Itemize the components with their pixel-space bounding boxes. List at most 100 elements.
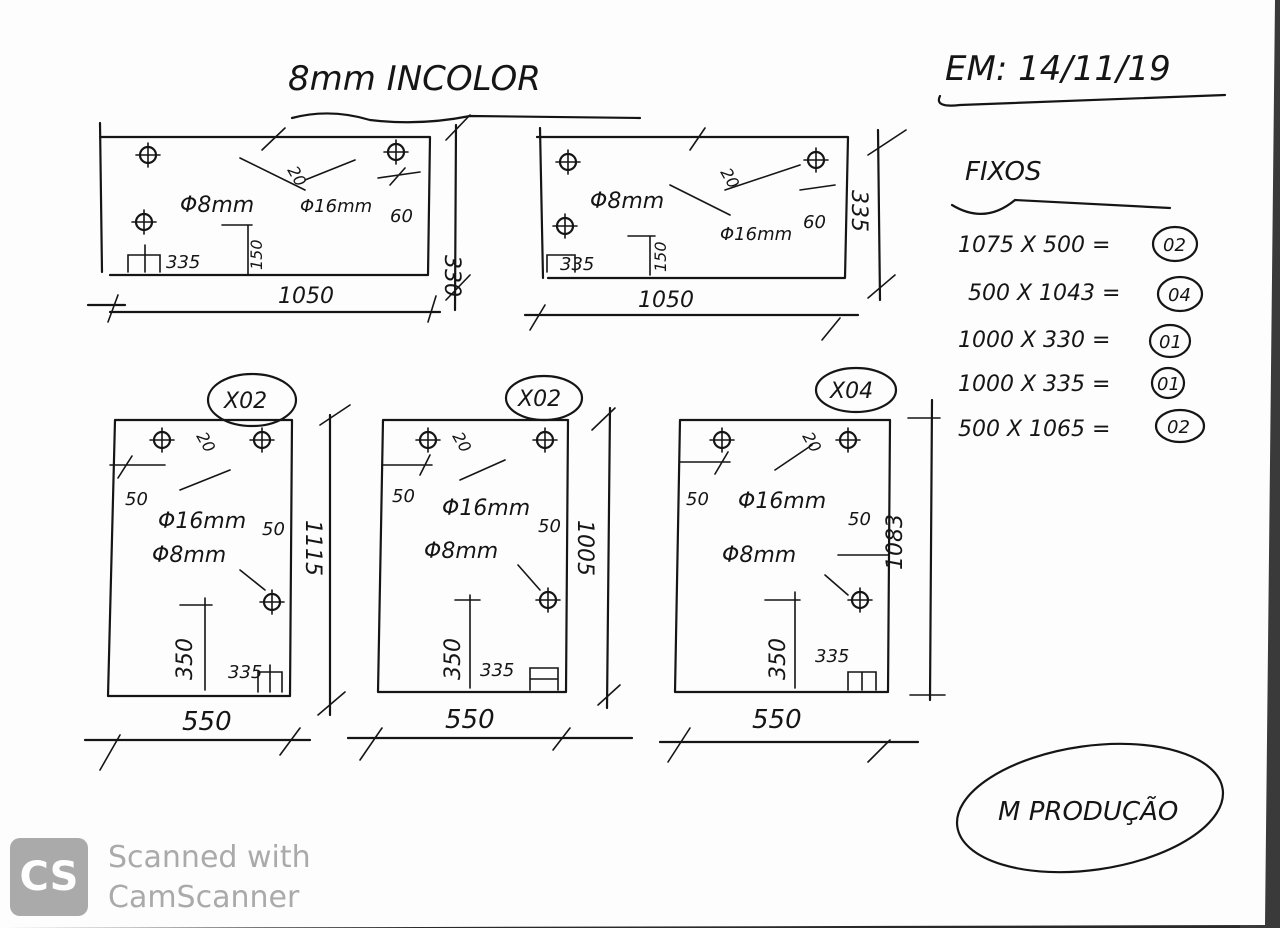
bottom-panel-3-hole-br	[847, 587, 873, 613]
bottom-panel-1-height: 1115	[300, 520, 325, 576]
bottom-panel-1-qty: X02	[223, 389, 267, 414]
bottom-panel-2-hole-br	[535, 587, 561, 613]
bottom-panel-3-hole-tl	[709, 427, 735, 453]
top-panel-2-ticks	[529, 129, 907, 341]
bottom-panel-3-hole-tr	[835, 427, 861, 453]
top-panel-1-hole-ml	[131, 209, 157, 235]
bottom-panel-1-leaders	[109, 455, 266, 591]
watermark-line-1: Scanned with	[108, 840, 311, 875]
bottom-panel-1-hole-tl	[149, 427, 175, 453]
bottom-panel-2-dim-350: 350	[441, 638, 466, 680]
top-panel-1-outline	[86, 121, 458, 314]
top-panel-1-hole-tl	[135, 142, 161, 168]
fixos-item-1-qty: 02	[1163, 235, 1186, 256]
bottom-panel-3: X04 20 50 Φ16mm 50 Φ8mm 350 335 1083 550	[658, 366, 946, 763]
top-panel-2-hole-tr	[803, 147, 829, 173]
bottom-panel-2-leaders	[381, 454, 541, 591]
top-panel-1-dim-60: 60	[390, 206, 413, 227]
bottom-panel-2-qty-circle	[504, 374, 584, 422]
top-panel-1-height: 330	[439, 255, 464, 297]
fixos-item-1-qty-circle	[1151, 225, 1199, 263]
camscanner-logo: CS	[10, 838, 88, 916]
top-panel-1-leaders	[239, 127, 421, 191]
bottom-panel-2-width: 550	[445, 705, 495, 735]
bottom-panel-2-dim-335: 335	[480, 660, 514, 681]
watermark-line-2: CamScanner	[108, 880, 300, 915]
bottom-panel-3-350-leader	[764, 591, 801, 689]
bottom-panel-1: X02 20 50 Φ16mm 50 Φ8mm 350 335 1115 550	[83, 372, 351, 771]
fixos-underline	[950, 198, 1172, 215]
bottom-panel-3-ticks	[667, 417, 946, 763]
bottom-panel-1-hole-br	[259, 589, 285, 615]
signature-text: M PRODUÇÃO	[998, 795, 1178, 827]
bottom-panel-1-width: 550	[182, 707, 232, 737]
fixos-item-2-qty-circle	[1156, 275, 1204, 313]
fixos-item-5-qty: 02	[1167, 417, 1190, 438]
bottom-panel-1-qty-circle	[206, 372, 298, 428]
fixos-item-2-qty: 04	[1168, 285, 1191, 306]
bottom-panel-2-qty: X02	[517, 387, 561, 412]
bottom-panel-3-hole-8-label: Φ8mm	[722, 543, 796, 568]
bottom-panel-3-width: 550	[752, 705, 802, 735]
fixos-item-3-qty-circle	[1148, 323, 1192, 359]
fixos-item-5-label: 500 X 1065 =	[958, 417, 1110, 442]
date-text: EM: 14/11/19	[945, 49, 1171, 89]
bottom-panel-1-dim-350: 350	[173, 638, 198, 680]
bottom-panel-1-dim-50b: 50	[262, 519, 285, 540]
bottom-panel-1-hole-tr	[249, 427, 275, 453]
bottom-panel-2-350-leader	[454, 594, 481, 689]
bottom-panel-1-dim-50a: 50	[125, 489, 148, 510]
top-panel-2-dim-335: 335	[560, 254, 594, 275]
date-underline	[937, 93, 1227, 107]
top-panel-1-dim-150: 150	[247, 239, 266, 270]
top-panel-1-notch	[127, 244, 161, 273]
bottom-panel-2: X02 20 50 Φ16mm 50 Φ8mm 350 335 1005 550	[346, 374, 634, 761]
title-text: 8mm INCOLOR	[288, 59, 541, 99]
top-panel-2-hole-tl	[555, 149, 581, 175]
bottom-panel-1-ticks	[99, 404, 351, 771]
fixos-item-4-qty-circle	[1150, 366, 1186, 400]
top-panel-2-width: 1050	[638, 288, 694, 313]
bottom-panel-2-hole-8-label: Φ8mm	[424, 539, 498, 564]
bottom-panel-2-hole-tr	[532, 427, 558, 453]
signature-circle	[955, 742, 1225, 874]
bottom-panel-3-qty: X04	[829, 379, 873, 404]
bottom-panel-1-outline	[83, 413, 332, 742]
top-panel-1-150-leader	[221, 224, 253, 276]
top-panel-1-ticks	[107, 114, 471, 323]
top-panel-2-notch	[546, 254, 576, 273]
bottom-panel-2-hole-16-label: Φ16mm	[442, 496, 530, 521]
bottom-panel-1-notch	[257, 664, 283, 693]
bottom-panel-3-dim-335: 335	[815, 646, 849, 667]
top-panel-2: 20 Φ8mm Φ16mm 60 335 150 335 1050	[523, 126, 907, 341]
top-panel-2-150-leader	[627, 235, 656, 276]
bottom-panel-3-notch	[847, 671, 877, 691]
top-panel-2-leaders	[669, 127, 836, 216]
bottom-panel-3-qty-circle	[814, 366, 898, 414]
bottom-panel-1-hole-16-label: Φ16mm	[158, 509, 246, 534]
bottom-panel-3-dim-50b: 50	[848, 509, 871, 530]
top-panel-2-height: 335	[846, 190, 871, 232]
bottom-panel-1-hole-8-label: Φ8mm	[152, 543, 226, 568]
bottom-panel-2-hole-tl	[415, 427, 441, 453]
bottom-panel-3-leaders	[679, 444, 889, 596]
top-panel-2-hole-16-label: Φ16mm	[720, 224, 792, 245]
bottom-panel-1-350-leader	[179, 597, 213, 691]
top-panel-1-hole-tr	[383, 139, 409, 165]
fixos-item-5-qty-circle	[1154, 408, 1206, 444]
fixos-item-3-label: 1000 X 330 =	[958, 328, 1110, 353]
bottom-panel-2-outline	[346, 406, 634, 740]
fixos-heading: FIXOS	[965, 157, 1041, 187]
bottom-panel-3-dim-50a: 50	[686, 489, 709, 510]
bottom-panel-3-hole-16-label: Φ16mm	[738, 489, 826, 514]
title-underline	[290, 112, 642, 124]
bottom-panel-2-ticks	[359, 407, 621, 761]
bottom-panel-2-dim-50a: 50	[392, 486, 415, 507]
bottom-panel-1-dim-335: 335	[228, 662, 262, 683]
fixos-item-4-qty: 01	[1157, 374, 1180, 395]
top-panel-2-outline	[523, 126, 882, 317]
bottom-panel-2-height: 1005	[572, 520, 597, 576]
fixos-item-2-label: 500 X 1043 =	[968, 281, 1120, 306]
